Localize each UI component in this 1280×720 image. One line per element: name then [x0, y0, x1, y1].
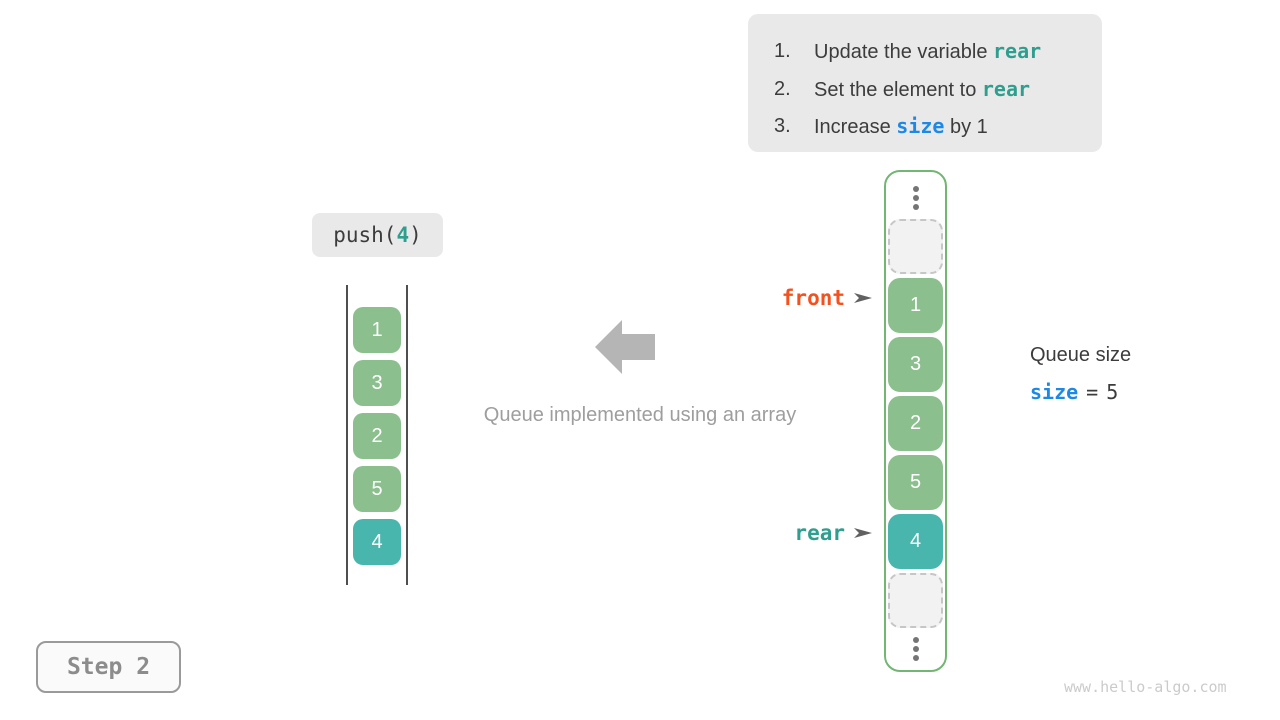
push-prefix: push( [333, 223, 397, 247]
stack-cell: 2 [353, 413, 401, 459]
code-token-rear: rear [981, 76, 1031, 101]
queue-size-title: Queue size [1030, 344, 1132, 366]
array-cell: 3 [888, 337, 943, 392]
push-argument: 4 [396, 223, 410, 247]
queue-size-value-line: size = 5 [1030, 380, 1131, 404]
instruction-text: Increase size by 1 [814, 114, 988, 138]
instruction-text: Update the variable rear [814, 39, 1042, 63]
instruction-number: 1. [774, 40, 791, 62]
step-badge: Step 2 [36, 641, 181, 693]
diagram-caption: Queue implemented using an array [483, 404, 797, 426]
pointer-arrow-icon [854, 293, 872, 303]
ellipsis-icon [912, 181, 919, 215]
stack-cell: 1 [353, 307, 401, 353]
array-cell: 5 [888, 455, 943, 510]
instruction-step-1: 1. Update the variable rear [774, 33, 1102, 71]
pointer-arrow-icon [854, 528, 872, 538]
code-token-rear: rear [993, 39, 1042, 63]
size-variable: size [1030, 380, 1079, 404]
stack-right-wall [406, 285, 408, 585]
empty-array-cell [888, 573, 943, 628]
instruction-step-3: 3. Increase size by 1 [774, 108, 1102, 146]
stack-cell-new: 4 [353, 519, 401, 565]
front-pointer: front [782, 286, 872, 310]
rear-pointer-label: rear [794, 521, 845, 545]
ellipsis-icon [912, 632, 919, 666]
watermark: www.hello-algo.com [1064, 678, 1227, 696]
instruction-number: 3. [774, 115, 791, 137]
array-container: 1 3 2 5 4 [884, 170, 947, 672]
instruction-box: 1. Update the variable rear 2. Set the e… [748, 14, 1102, 152]
equals-sign: = [1086, 380, 1099, 404]
stack-cell: 5 [353, 466, 401, 512]
queue-size-panel: Queue size size = 5 [1030, 344, 1131, 404]
instruction-step-2: 2. Set the element to rear [774, 71, 1102, 109]
code-token-size: size [896, 114, 945, 138]
instruction-number: 2. [774, 77, 791, 100]
push-suffix: ) [409, 223, 422, 247]
arrow-left-icon [595, 318, 655, 381]
instruction-text: Set the element to rear [814, 76, 1031, 101]
rear-pointer: rear [794, 521, 872, 545]
stack-left-wall [346, 285, 348, 585]
array-cell: 2 [888, 396, 943, 451]
empty-array-cell [888, 219, 943, 274]
queue-stack: 1 3 2 5 4 [346, 285, 408, 585]
size-value: 5 [1106, 380, 1119, 404]
array-cell-front: 1 [888, 278, 943, 333]
array-cell-rear: 4 [888, 514, 943, 569]
stack-cell: 3 [353, 360, 401, 406]
front-pointer-label: front [781, 286, 845, 310]
push-operation-badge: push(4) [312, 213, 443, 257]
